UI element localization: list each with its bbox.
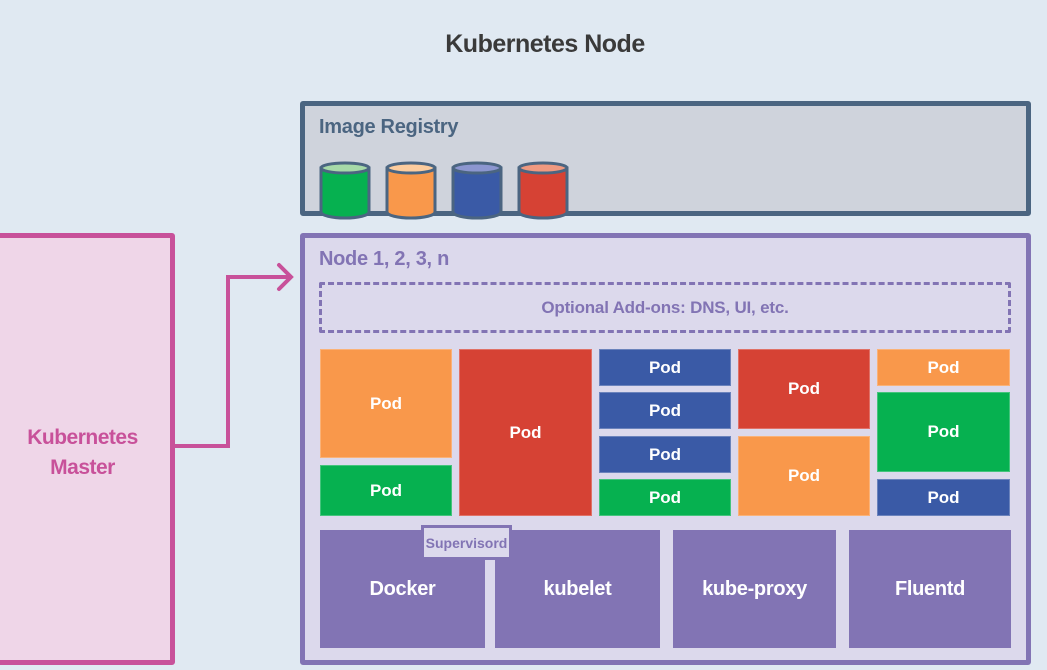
pod: Pod [320,465,452,516]
kubelet-label: kubelet [543,577,612,600]
image-registry-label: Image Registry [319,116,459,138]
pod-label: Pod [648,487,682,507]
pod: Pod [320,349,452,458]
pod-label: Pod [787,466,821,485]
optional-addons-box: Optional Add-ons: DNS, UI, etc. [319,282,1011,333]
container-image-icon [451,161,503,220]
pod-label: Pod [369,393,403,413]
kubernetes-master-box [0,233,175,665]
pod-label: Pod [787,379,821,398]
pod-label: Pod [369,480,403,500]
docker-label: Docker [369,577,436,600]
pod: Pod [599,436,731,473]
pod-label: Pod [648,400,682,420]
container-image-icon [319,161,371,220]
pod: Pod [877,479,1010,516]
supervisord-label: Supervisord [425,534,508,551]
container-image-icon [517,161,569,220]
fluentd-label: Fluentd [894,577,966,600]
connector-line [175,275,292,448]
node-label: Node 1, 2, 3, n [319,248,449,270]
pod-label: Pod [927,357,960,377]
arrowhead-icon [277,263,294,291]
master-label-line1: Kubernetes [27,426,138,449]
pod-label: Pod [927,422,960,441]
pod: Pod [738,436,870,516]
fluentd-service: Fluentd [849,530,1011,648]
kubernetes-master-label: Kubernetes Master [0,423,165,483]
pod: Pod [599,349,731,386]
master-label-line2: Master [50,456,115,479]
supervisord-divider [485,560,495,620]
pod: Pod [877,392,1010,472]
pod: Pod [738,349,870,429]
container-image-icon [385,161,437,220]
pod: Pod [599,479,731,516]
pod: Pod [877,349,1010,386]
kube-proxy-label: kube-proxy [702,577,807,600]
kubelet-service: kubelet [495,530,660,648]
supervisord-box: Supervisord [421,525,512,560]
pod-label: Pod [648,357,682,377]
pod-label: Pod [648,444,682,464]
kube-proxy-service: kube-proxy [673,530,836,648]
diagram-title: Kubernetes Node [445,30,645,58]
pod: Pod [459,349,592,516]
pod: Pod [599,392,731,429]
optional-addons-label: Optional Add-ons: DNS, UI, etc. [541,297,789,317]
pod-label: Pod [509,422,542,442]
pod-label: Pod [927,487,960,507]
